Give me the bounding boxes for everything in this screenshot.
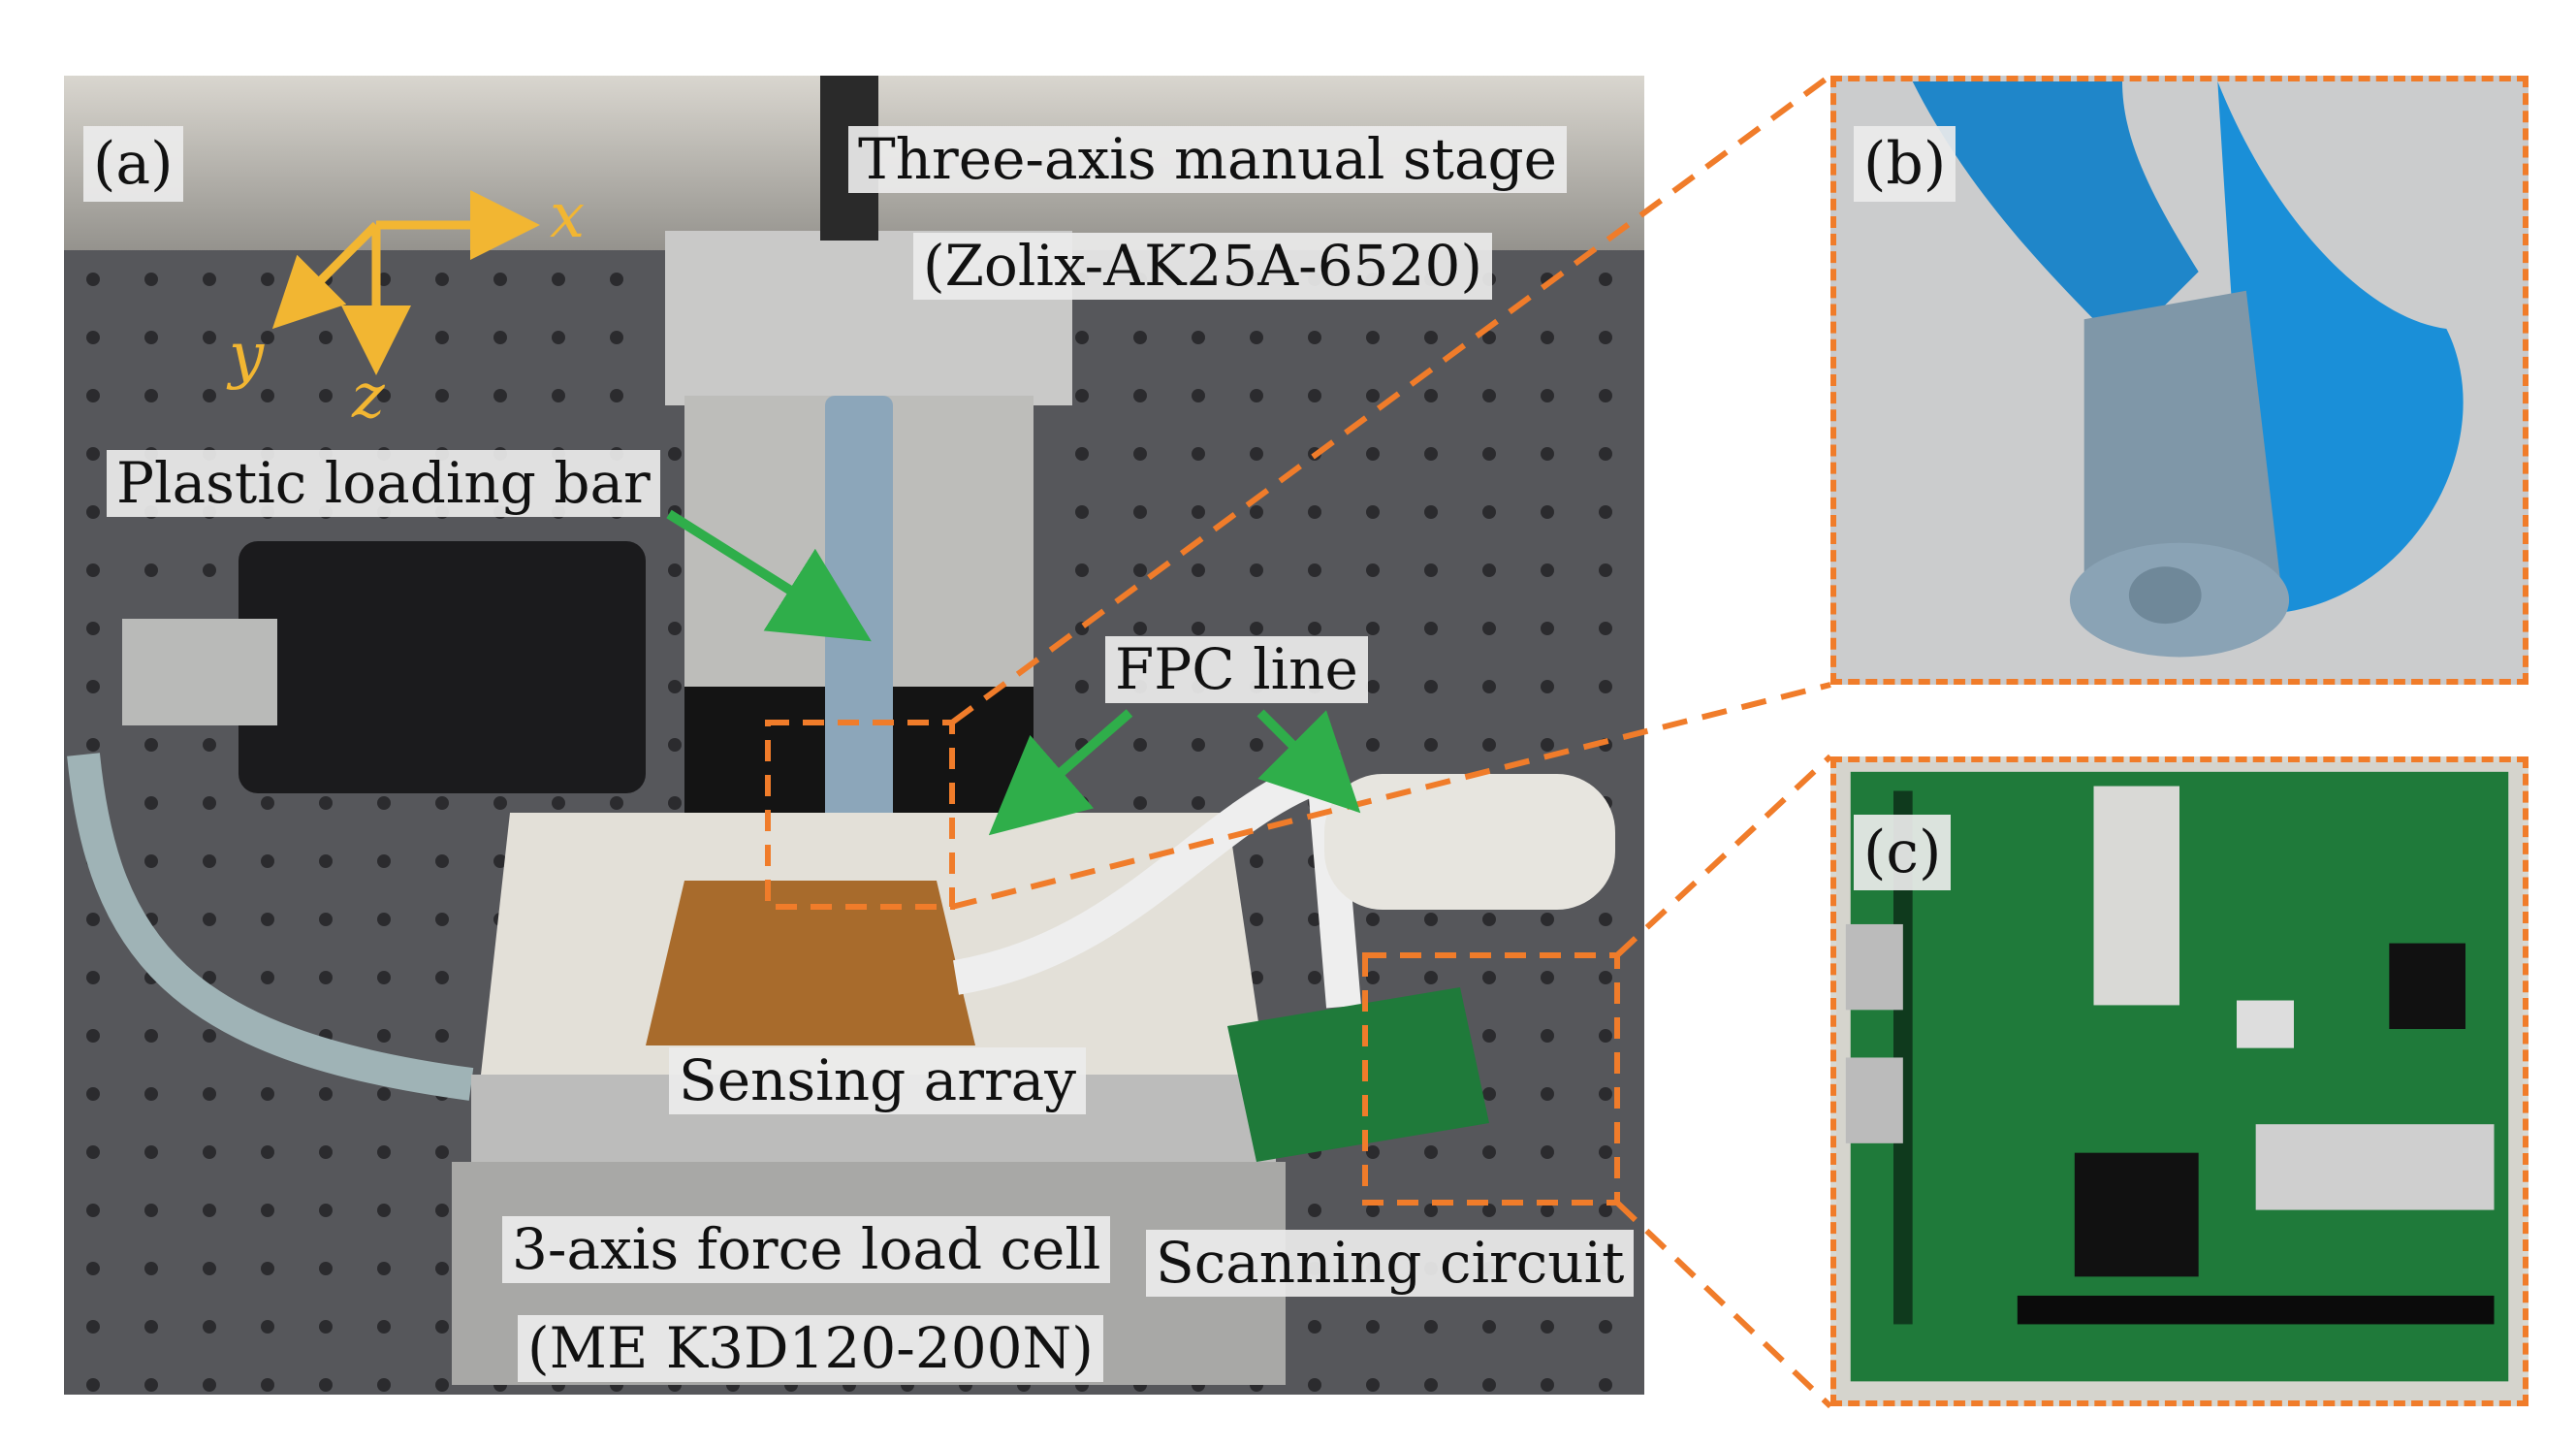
label-sensing-array: Sensing array	[669, 1047, 1087, 1114]
axis-label-y: y	[229, 320, 265, 392]
label-load-cell-model: (ME K3D120-200N)	[518, 1315, 1103, 1382]
label-three-axis-stage: Three-axis manual stage	[848, 126, 1568, 193]
label-fpc-line: FPC line	[1105, 636, 1368, 703]
connector-line-c-top	[1614, 754, 1833, 958]
panel-label-b: (b)	[1854, 126, 1956, 202]
label-plastic-loading-bar: Plastic loading bar	[107, 450, 660, 517]
label-load-cell: 3-axis force load cell	[502, 1216, 1111, 1283]
photo-scanning-circuit-pcb	[1830, 756, 2528, 1406]
label-scanning-circuit: Scanning circuit	[1146, 1230, 1635, 1297]
axis-label-z: z	[352, 361, 385, 433]
connector-line-c-bottom	[1614, 1200, 1833, 1409]
label-stage-model: (Zolix-AK25A-6520)	[913, 233, 1492, 300]
panel-label-a: (a)	[83, 126, 183, 202]
pcb-photo-illustration	[1836, 762, 2523, 1400]
axis-label-x: x	[550, 180, 586, 252]
panel-label-c: (c)	[1854, 815, 1952, 890]
